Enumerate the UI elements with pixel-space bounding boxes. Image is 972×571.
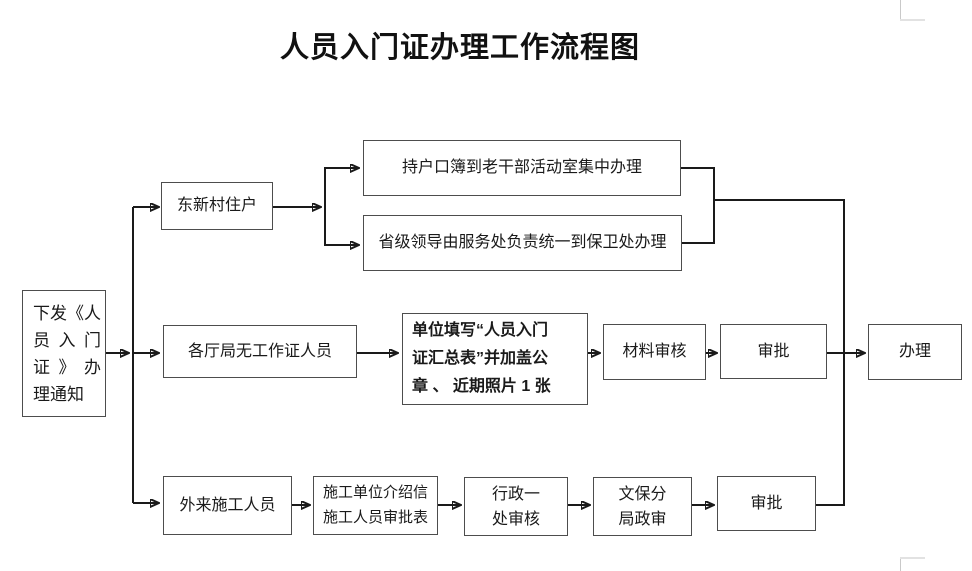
node-label: 办理 <box>898 343 931 361</box>
branch-from-notice <box>103 207 159 503</box>
node-unit-fill-form: 单位填写“人员入门 证汇总表”并加盖公 章 、 近期照片 1 张 <box>402 313 588 405</box>
node-material-review: 材料审核 <box>603 324 706 380</box>
node-notice: 下发《人 员入门 证》办 理通知 <box>22 290 106 417</box>
node-label: 材料审核 <box>622 343 687 361</box>
node-notice-line3: 证》办 <box>33 357 101 377</box>
text-boundary-mark-bottom-h <box>900 557 925 559</box>
node-label: 各厅局无工作证人员 <box>187 342 332 360</box>
node-hukou-office: 持户口簿到老干部活动室集中办理 <box>363 140 681 196</box>
node-intro-letter: 施工单位介绍信 施工人员审批表 <box>313 476 438 535</box>
node-label: 省级领导由服务处负责统一到保卫处办理 <box>378 234 667 252</box>
node-label: 审批 <box>750 494 783 512</box>
fork-dongxincun <box>273 167 359 246</box>
node-line2: 处审核 <box>491 510 540 528</box>
node-notice-line1: 下发《人 <box>33 303 101 323</box>
node-external-workers: 外来施工人员 <box>163 476 292 535</box>
node-label: 审批 <box>757 342 790 360</box>
node-label: 持户口簿到老干部活动室集中办理 <box>401 159 642 177</box>
node-provincial-leaders: 省级领导由服务处负责统一到保卫处办理 <box>363 215 682 271</box>
node-line1: 单位填写“人员入门 <box>412 322 549 339</box>
text-boundary-mark-bottom <box>900 559 901 571</box>
node-dongxincun-residents: 东新村住户 <box>161 182 273 230</box>
text-boundary-mark-top <box>900 0 901 19</box>
node-line3: 章 、 近期照片 1 张 <box>412 378 551 395</box>
node-line1: 施工单位介绍信 <box>322 484 428 501</box>
node-line2: 施工人员审批表 <box>322 509 428 526</box>
node-notice-line2: 员入门 <box>33 330 101 350</box>
node-line1: 行政一 <box>491 485 540 503</box>
node-approval-bottom: 审批 <box>717 476 816 531</box>
node-line2: 局政审 <box>618 510 667 528</box>
node-approval-mid: 审批 <box>720 324 827 379</box>
node-line2: 证汇总表”并加盖公 <box>412 350 549 367</box>
node-admin-office-review: 行政一 处审核 <box>464 477 568 536</box>
node-label: 东新村住户 <box>176 197 257 215</box>
node-label: 外来施工人员 <box>179 496 276 514</box>
text-boundary-mark-top-h <box>900 19 925 21</box>
node-line1: 文保分 <box>618 485 667 503</box>
node-notice-line4: 理通知 <box>33 384 84 404</box>
node-wenbao-political-review: 文保分 局政审 <box>593 477 692 536</box>
page-title: 人员入门证办理工作流程图 <box>279 32 640 64</box>
node-bureau-staff: 各厅局无工作证人员 <box>163 325 357 378</box>
node-process-final: 办理 <box>868 324 962 380</box>
